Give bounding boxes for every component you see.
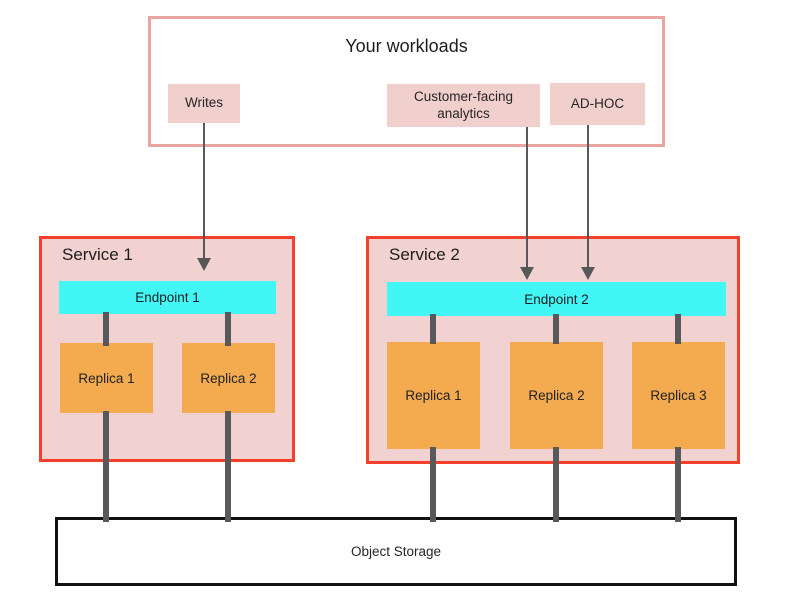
- service-2-title: Service 2: [389, 245, 460, 264]
- service-2-box: Service 2 Endpoint 2 Replica 1 Replica 2…: [366, 236, 740, 464]
- workloads-box: Your workloads Writes Customer-facing an…: [148, 16, 665, 147]
- service-2-endpoint: Endpoint 2: [387, 282, 726, 316]
- service-1-replica-1: Replica 1: [60, 343, 153, 413]
- workload-chip-ad-hoc: AD-HOC: [550, 83, 645, 125]
- service-2-replica-3: Replica 3: [632, 342, 725, 449]
- object-storage-label: Object Storage: [350, 544, 442, 559]
- service-2-replica-1: Replica 1: [387, 342, 480, 449]
- service-2-replica-2: Replica 2: [510, 342, 603, 449]
- workload-chip-customer-facing-analytics: Customer-facing analytics: [387, 84, 540, 127]
- service-1-replica-2: Replica 2: [182, 343, 275, 413]
- service-1-title: Service 1: [62, 245, 133, 264]
- workload-chip-writes: Writes: [168, 84, 240, 123]
- object-storage-box: Object Storage: [55, 517, 737, 586]
- workloads-title: Your workloads: [345, 36, 468, 56]
- service-1-box: Service 1 Endpoint 1 Replica 1 Replica 2: [39, 236, 295, 462]
- service-1-endpoint: Endpoint 1: [59, 281, 276, 314]
